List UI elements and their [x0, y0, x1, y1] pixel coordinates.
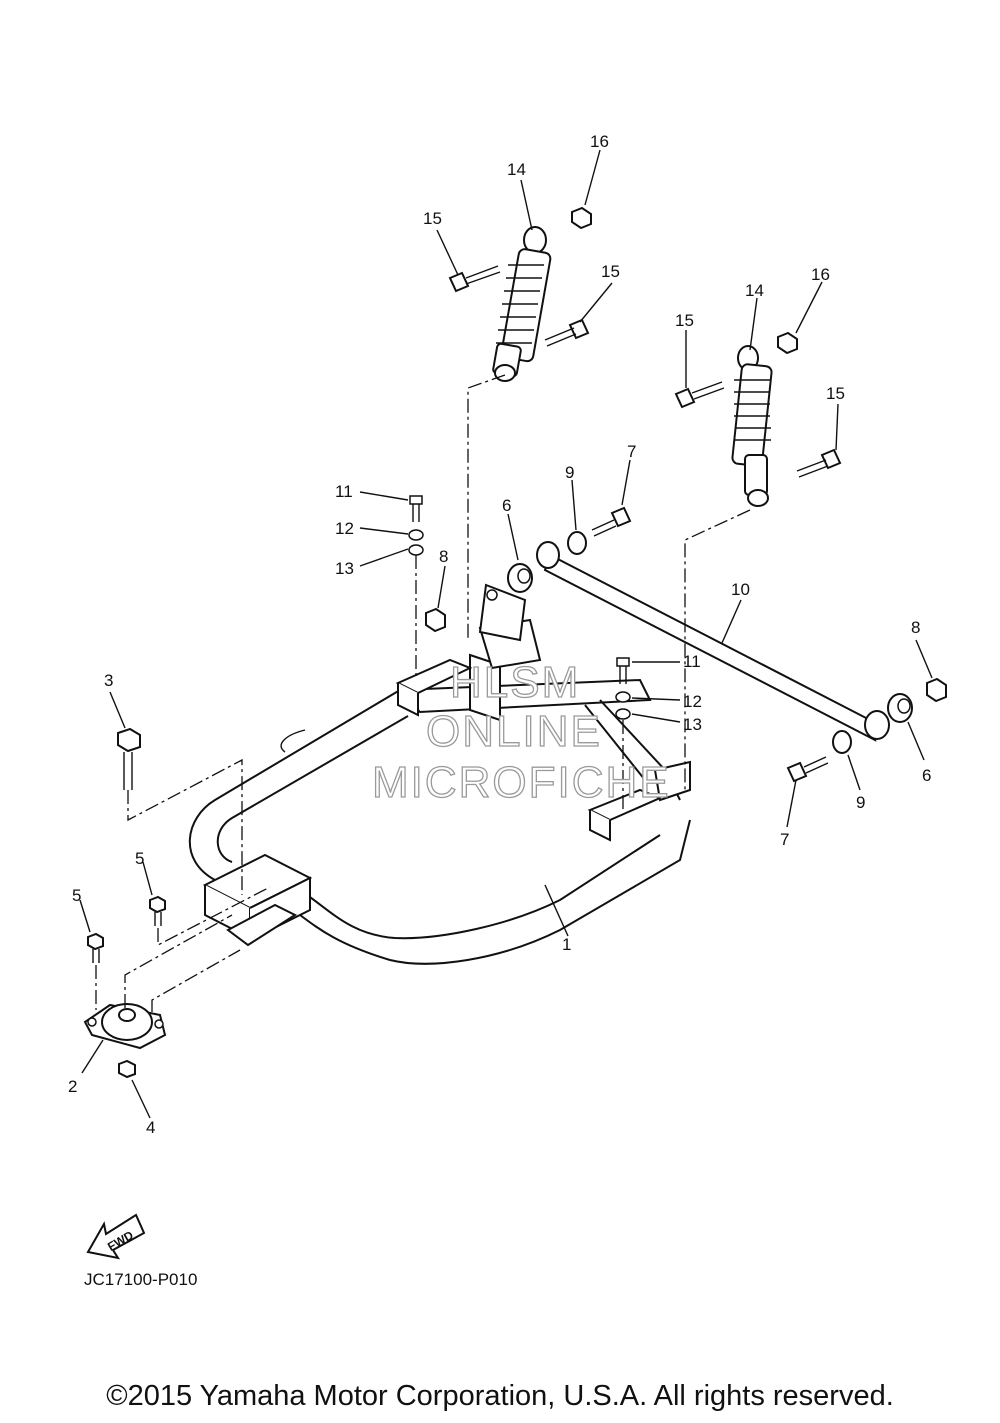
callout-4: 4	[146, 1118, 155, 1137]
callout-10: 10	[731, 580, 750, 599]
callout-11a: 11	[335, 482, 353, 501]
callout-numbers: 1 2 3 4 5 5 6 6 7 7 8 8 9 9 10 11 11 12 …	[68, 132, 931, 1137]
callout-15b: 15	[601, 262, 620, 281]
shock-absorber-right	[731, 345, 773, 507]
callout-5b: 5	[72, 886, 81, 905]
callout-15d: 15	[826, 384, 845, 403]
callout-12a: 12	[335, 519, 354, 538]
callout-15a: 15	[423, 209, 442, 228]
leader-lines	[79, 149, 933, 1119]
callout-8a: 8	[439, 547, 448, 566]
callout-3: 3	[104, 671, 113, 690]
bolt-5	[87, 895, 166, 963]
watermark-line-1: HLSM	[450, 658, 580, 707]
callout-5a: 5	[135, 849, 144, 868]
callout-14a: 14	[507, 160, 526, 179]
copyright-notice: ©2015 Yamaha Motor Corporation, U.S.A. A…	[106, 1380, 894, 1412]
bushing-6	[507, 563, 913, 723]
washer-9	[567, 531, 852, 754]
nut-8	[425, 607, 947, 703]
watermark-line-2: ONLINE	[426, 707, 602, 756]
callout-14b: 14	[745, 281, 764, 300]
watermark: HLSM ONLINE MICROFICHE	[371, 657, 671, 807]
callout-6b: 6	[922, 766, 931, 785]
bolt-11	[409, 495, 630, 684]
callout-8b: 8	[911, 618, 920, 637]
watermark-line-3: MICROFICHE	[372, 758, 671, 807]
washer-12-13	[408, 529, 631, 720]
fwd-arrow-icon: FWD	[86, 1213, 146, 1260]
nut-4	[118, 1059, 136, 1079]
callout-2: 2	[68, 1077, 77, 1096]
callout-13b: 13	[683, 715, 702, 734]
shock-absorber-left	[492, 226, 552, 382]
callout-11b: 11	[683, 652, 701, 671]
callout-6a: 6	[502, 496, 511, 515]
nut-16	[571, 206, 798, 355]
callout-13a: 13	[335, 559, 354, 578]
bolt-7	[591, 506, 829, 783]
callout-1: 1	[562, 935, 571, 954]
assembly-lines	[95, 374, 751, 1012]
callout-16a: 16	[590, 132, 609, 151]
callout-9b: 9	[856, 793, 865, 812]
bolt-15	[448, 265, 842, 478]
callout-7a: 7	[627, 442, 636, 461]
callout-9a: 9	[565, 463, 574, 482]
bolt-3	[117, 727, 141, 790]
link-rod	[536, 541, 890, 742]
diagram-code: JC17100-P010	[84, 1270, 198, 1289]
callout-15c: 15	[675, 311, 694, 330]
callout-16b: 16	[811, 265, 830, 284]
rubber-mount-2	[83, 1003, 167, 1050]
callout-7b: 7	[780, 830, 789, 849]
callout-12b: 12	[683, 692, 702, 711]
